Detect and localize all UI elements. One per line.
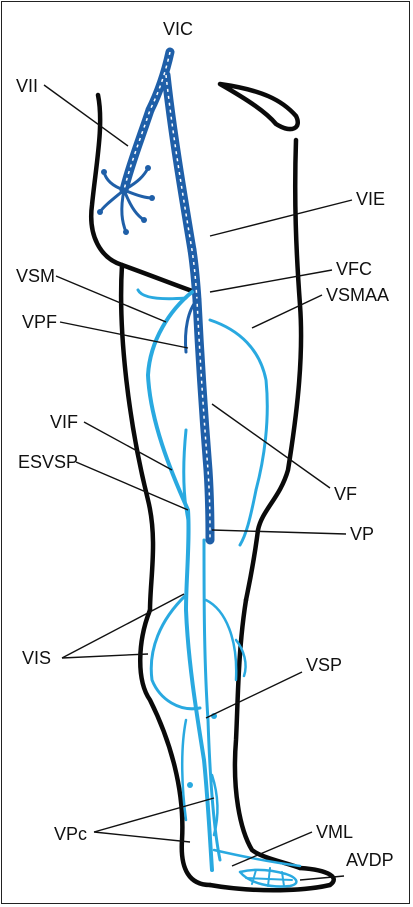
leader-vis-lower bbox=[62, 654, 148, 658]
leader-vf bbox=[212, 404, 330, 488]
label-vpc: VPc bbox=[54, 824, 87, 844]
leader-avdp bbox=[300, 876, 344, 880]
leader-vii bbox=[44, 85, 128, 146]
label-vsmaa: VSMAA bbox=[326, 285, 389, 305]
label-vsp: VSP bbox=[306, 655, 342, 675]
label-vis: VIS bbox=[22, 648, 51, 668]
external-iliac-vein bbox=[166, 75, 192, 250]
knee-branch bbox=[240, 490, 256, 545]
calf-back-outline bbox=[140, 610, 210, 885]
calf-lateral-branch bbox=[206, 600, 236, 680]
leader-vpc-upper bbox=[94, 798, 214, 832]
perforator-vein-lower bbox=[187, 782, 193, 788]
label-vii: VII bbox=[16, 76, 38, 96]
label-vpf: VPF bbox=[22, 312, 57, 332]
pelvis-right-outline bbox=[220, 84, 298, 129]
leader-vsmaa bbox=[252, 295, 322, 328]
shin-front-outline bbox=[235, 600, 300, 868]
leader-vfc bbox=[210, 270, 332, 292]
label-avdp: AVDP bbox=[346, 850, 394, 870]
superficial-veins bbox=[138, 290, 300, 886]
thigh-circumflex-vein bbox=[138, 290, 186, 299]
leader-vsm bbox=[56, 276, 166, 322]
label-vml: VML bbox=[316, 822, 353, 842]
thigh-back-outline bbox=[121, 265, 153, 610]
label-vsm: VSM bbox=[16, 266, 55, 286]
buttock-line bbox=[122, 265, 195, 292]
label-esvsp: ESVSP bbox=[18, 452, 78, 472]
label-vp: VP bbox=[350, 524, 374, 544]
label-vie: VIE bbox=[356, 189, 385, 209]
label-vif: VIF bbox=[50, 412, 78, 432]
leader-vpc-lower bbox=[94, 832, 190, 842]
label-vic: VIC bbox=[163, 19, 193, 39]
femoral-vein bbox=[197, 300, 210, 540]
internal-iliac-vein bbox=[124, 110, 150, 190]
leader-vis-upper bbox=[62, 594, 184, 658]
anterior-accessory-saphenous-vein bbox=[210, 320, 267, 490]
leader-vp bbox=[212, 530, 346, 534]
leader-vie bbox=[210, 200, 352, 236]
label-vf: VF bbox=[334, 484, 357, 504]
deep-veins bbox=[97, 52, 210, 540]
label-vfc: VFC bbox=[336, 259, 372, 279]
leader-vsp bbox=[206, 672, 302, 718]
